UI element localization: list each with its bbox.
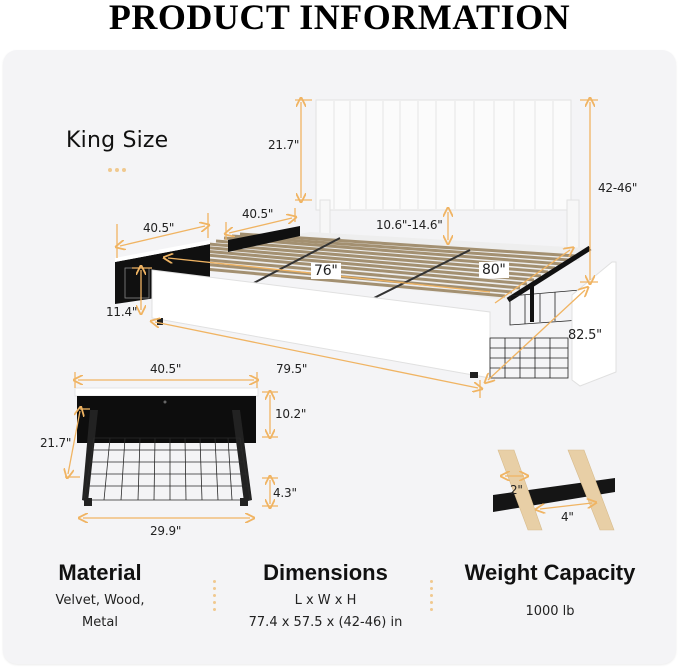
- feature-line: 1000 lb: [525, 604, 575, 619]
- dim-right-drawer-width: 40.5": [242, 207, 274, 221]
- divider-dots: [213, 580, 217, 615]
- dim-headboard-height: 21.7": [268, 138, 300, 152]
- dim-left-drawer-width: 40.5": [143, 221, 175, 235]
- feature-line: Velvet, Wood,: [55, 593, 145, 608]
- decorative-dots: [108, 159, 132, 172]
- dim-slat-width: 2": [510, 483, 523, 497]
- feature-line: Metal: [82, 615, 118, 630]
- divider-dots: [430, 580, 434, 615]
- dim-drawer-top-width: 40.5": [150, 362, 182, 376]
- dim-total-height: 42-46": [598, 181, 638, 195]
- feature-weight-capacity: Weight Capacity 1000 lb: [450, 560, 650, 623]
- feature-value: 1000 lb: [450, 601, 650, 623]
- dim-slat-span-width: 76": [311, 263, 341, 279]
- slat-platform: [150, 232, 592, 303]
- feature-title: Dimensions: [263, 560, 388, 585]
- drawer-detail: [74, 387, 259, 506]
- dim-basket-height: 4.3": [273, 486, 297, 500]
- feature-title: Weight Capacity: [464, 560, 636, 585]
- page-title: PRODUCT INFORMATION: [108, 0, 571, 37]
- feature-value: L x W x H 77.4 x 57.5 x (42-46) in: [228, 590, 423, 634]
- slat-detail: [493, 449, 615, 531]
- feature-material: Material Velvet, Wood, Metal: [40, 560, 160, 634]
- dim-drawer-depth: 21.7": [40, 436, 72, 450]
- headboard: [315, 99, 580, 261]
- feature-value: Velvet, Wood, Metal: [40, 590, 160, 634]
- dim-drawer-height: 11.4": [106, 305, 138, 319]
- feature-title: Material: [58, 560, 142, 585]
- dim-drawer-front-height: 10.2": [275, 407, 307, 421]
- dim-basket-width: 29.9": [150, 524, 182, 538]
- dim-side-length: 82.5": [568, 328, 602, 343]
- feature-line: L x W x H: [294, 593, 357, 608]
- size-label: King Size: [66, 128, 169, 153]
- dim-frame-length: 79.5": [276, 362, 308, 376]
- dim-headboard-clearance: 10.6"-14.6": [376, 218, 443, 232]
- feature-line: 77.4 x 57.5 x (42-46) in: [248, 615, 403, 630]
- feature-dimensions: Dimensions L x W x H 77.4 x 57.5 x (42-4…: [228, 560, 423, 634]
- dim-slat-gap: 4": [561, 510, 574, 524]
- dim-slat-length: 80": [479, 262, 509, 278]
